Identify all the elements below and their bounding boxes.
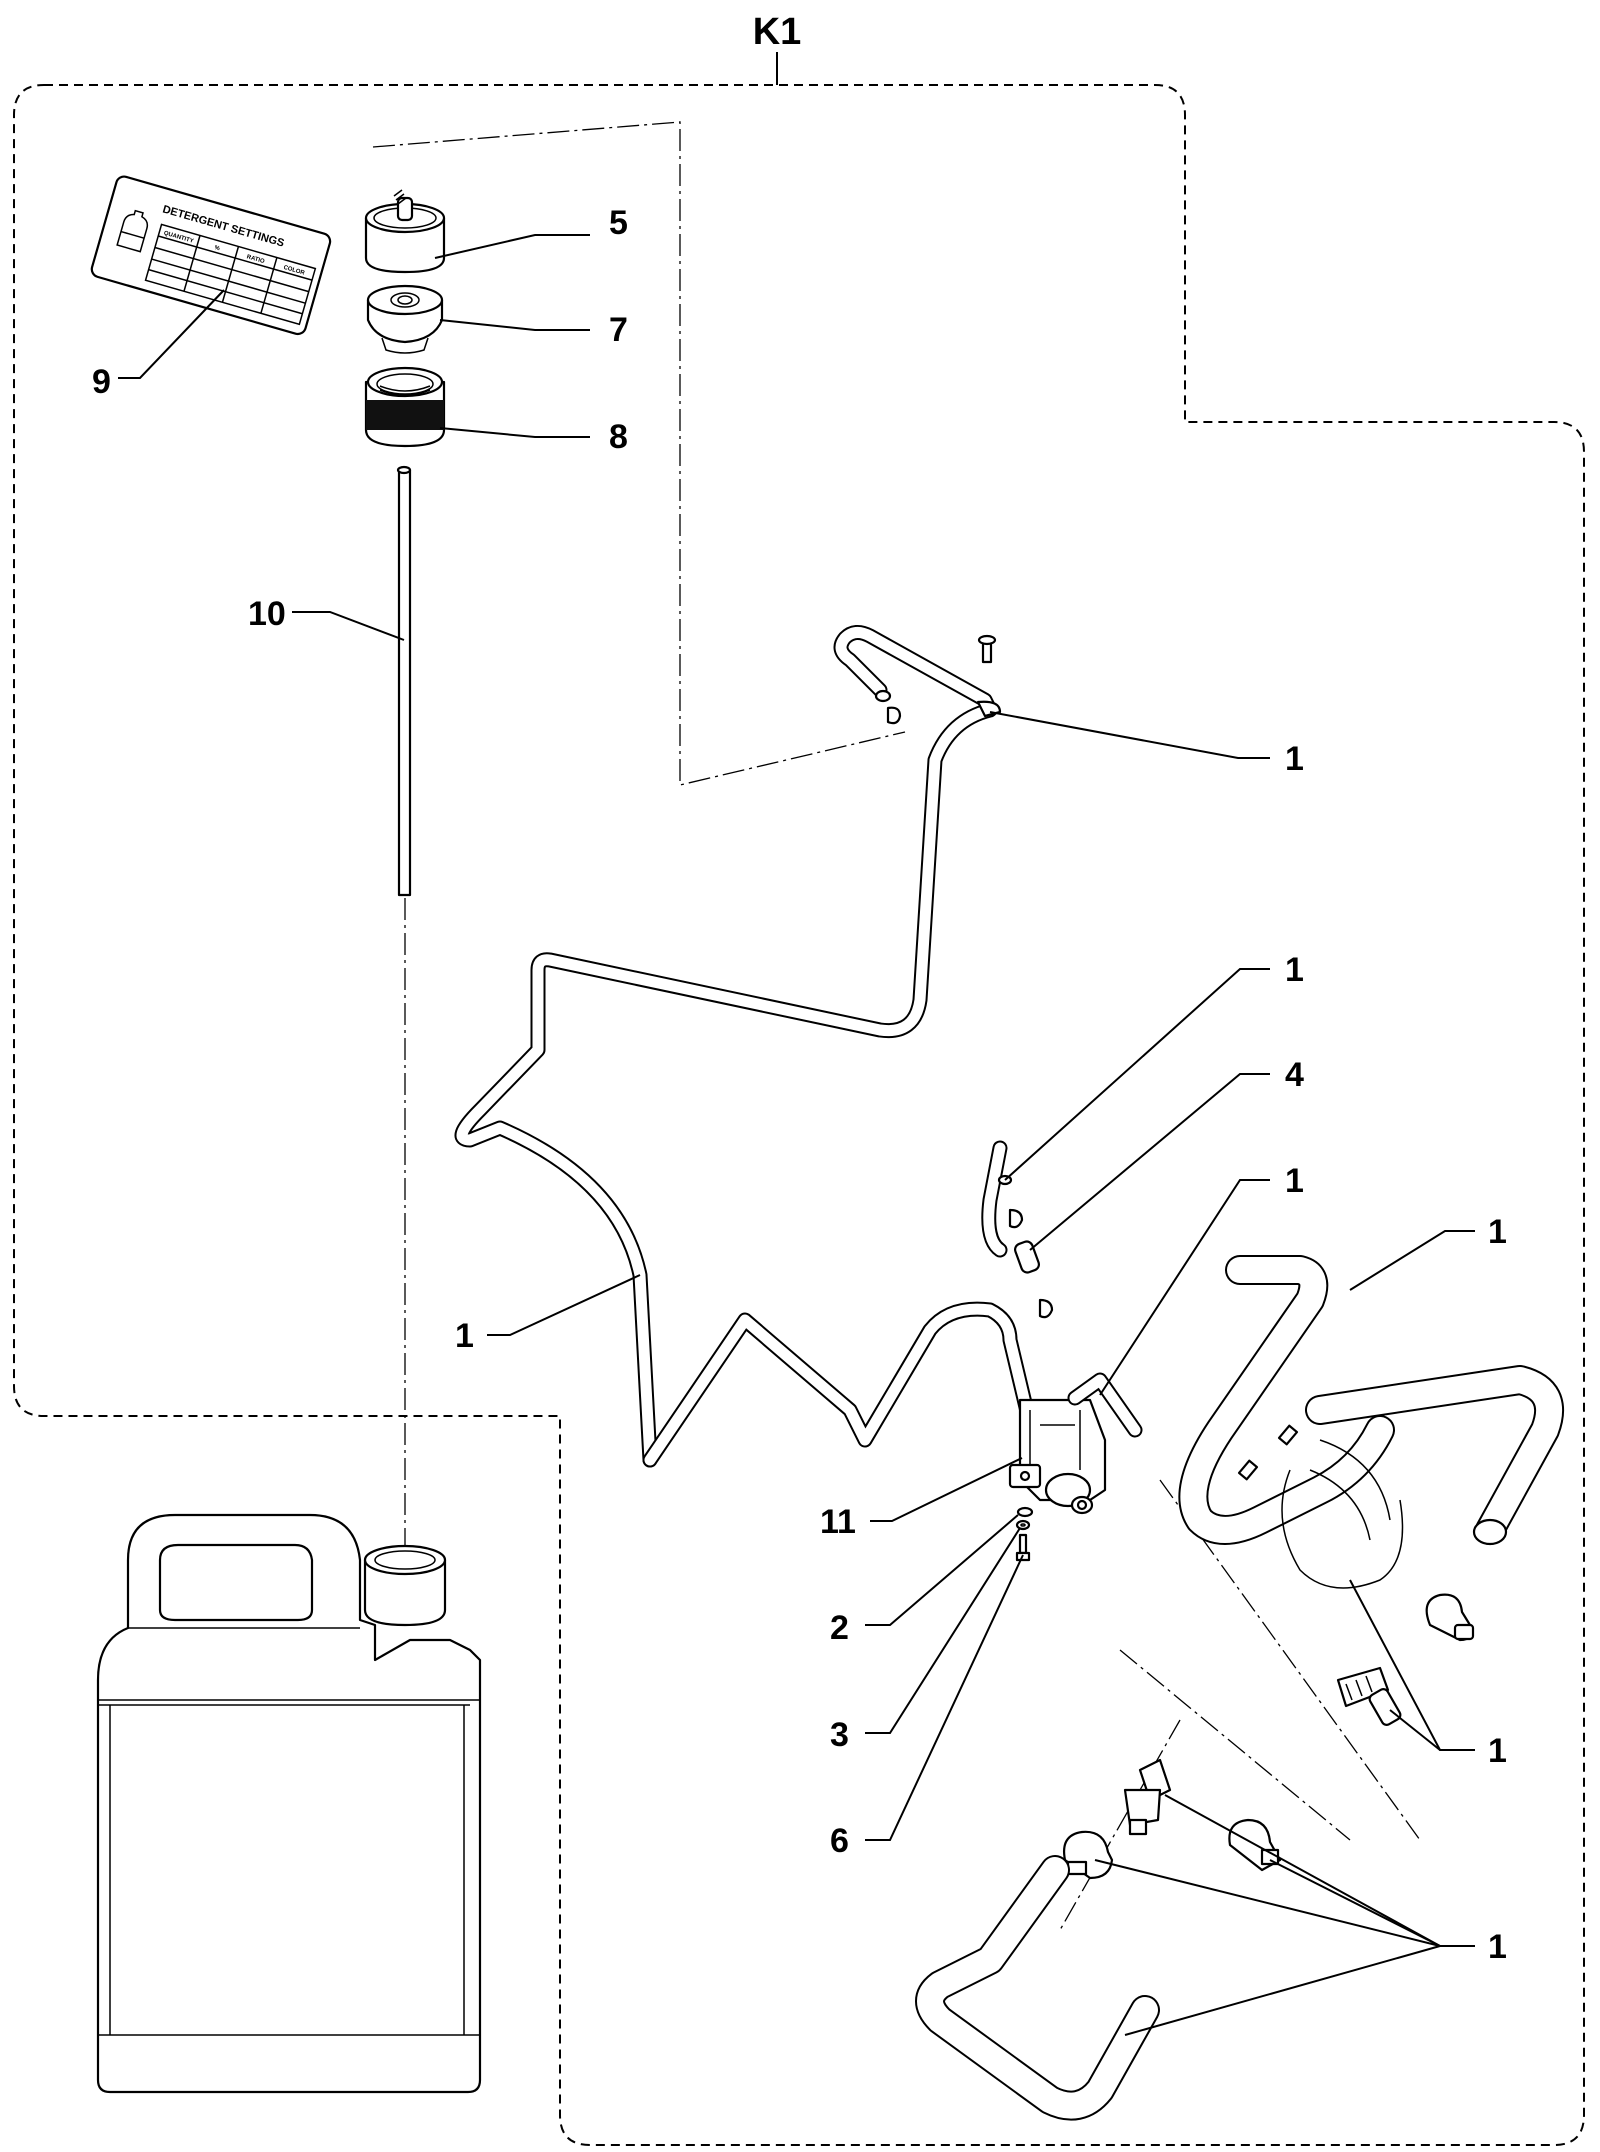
callout-1f: 1 [1488,1732,1507,1770]
callout-4: 4 [1285,1056,1304,1094]
leader-11 [870,1457,1023,1522]
detergent-settings-label: DETERGENT SETTINGS QUANTITY % RATIO COLO… [90,175,332,336]
callout-7: 7 [609,311,628,349]
leader-10 [292,611,405,641]
cap-part-5 [364,189,446,274]
callout-1c: 1 [1285,1162,1304,1200]
callout-10: 10 [248,595,286,633]
lock-washer-part-3 [1015,1519,1031,1531]
detergent-canister [96,1513,482,2094]
suction-tube-part-10 [396,465,412,897]
callout-1d: 1 [1488,1213,1507,1251]
pump-part-11 [1008,1372,1143,1515]
callout-1a: 1 [1285,740,1304,778]
leader-1g-a [1164,1794,1475,1947]
hose-large [1178,1255,1564,1589]
leader-1c [1099,1179,1270,1396]
col-color: COLOR [283,265,306,277]
insert-part-7 [366,284,444,354]
leader-7 [439,319,590,331]
leader-4 [1029,1073,1270,1251]
centerline-cap-to-hose [372,121,906,786]
centerline-lower-right [1059,1719,1181,1931]
callout-1e: 1 [455,1317,474,1355]
leader-2 [865,1514,1019,1626]
washer-part-2 [1016,1506,1034,1518]
leader-1b [1004,968,1270,1181]
callout-11: 11 [820,1503,856,1541]
hose-short-check-valve [981,1140,1054,1319]
leader-9 [118,289,225,379]
detergent-label-table: QUANTITY % RATIO COLOR [144,223,317,326]
leader-1g-d [1124,1945,1441,2036]
leader-1g-b [1094,1859,1441,1947]
centerline-fittings-diag [1119,1649,1351,1841]
leader-1f-b [1389,1709,1441,1751]
kit-boundary [13,84,1585,2146]
screw-upper [977,634,997,664]
leader-3 [865,1527,1021,1734]
kit-label: K1 [753,11,802,53]
callout-6: 6 [830,1822,849,1860]
leader-1d [1349,1230,1475,1291]
callout-2: 2 [830,1609,849,1647]
col-percent: % [214,245,221,252]
leader-6 [865,1554,1024,1841]
leader-5 [434,234,590,259]
bottle-icon [116,209,149,253]
clamp-and-tee [1336,1593,1475,1726]
callout-1b: 1 [1285,951,1304,989]
hose-upper [454,625,1043,1468]
callout-8: 8 [609,418,628,456]
callout-9: 9 [92,363,111,401]
col-ratio: RATIO [246,254,265,265]
leader-8 [439,427,590,438]
callout-5: 5 [609,204,628,242]
leader-1g-c [1269,1859,1441,1947]
leader-1e [487,1274,641,1336]
callout-1g: 1 [1488,1928,1507,1966]
callout-3: 3 [830,1716,849,1754]
threaded-adapter-part-8 [364,366,446,448]
hose-lower [915,1855,1160,2121]
leader-1a [989,711,1270,759]
